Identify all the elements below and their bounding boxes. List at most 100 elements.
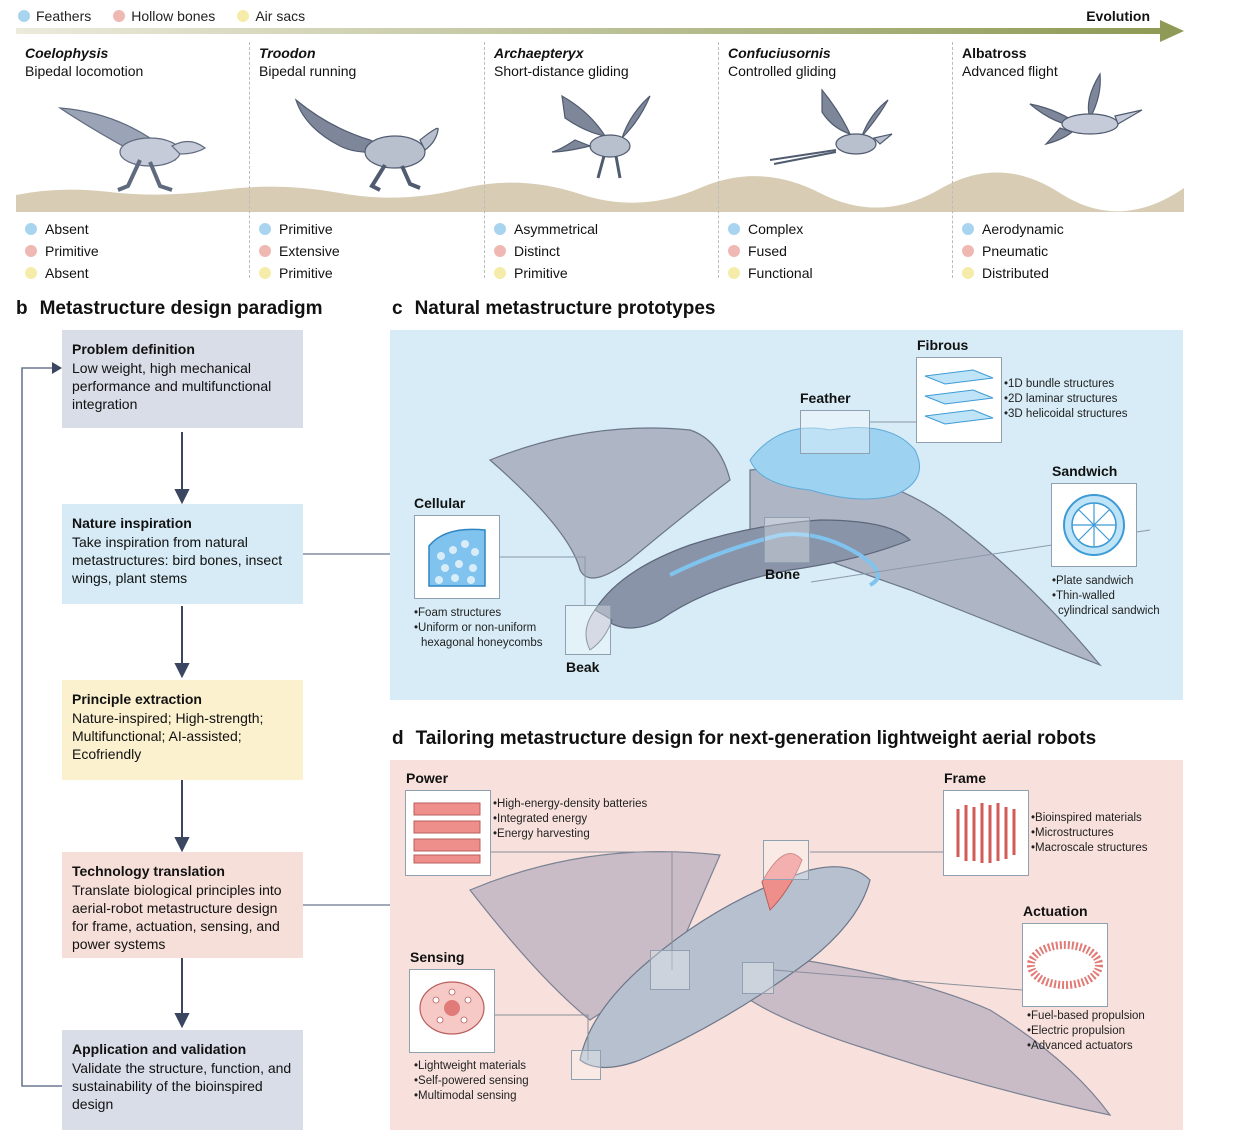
stage-desc: Bipedal running	[259, 63, 357, 79]
stage-desc: Bipedal locomotion	[25, 63, 144, 79]
air-sacs-dot-icon	[237, 10, 250, 22]
frame-label: Frame	[944, 770, 987, 786]
feathers-dot-icon	[18, 10, 30, 22]
hollow-bones-dot-icon	[962, 245, 974, 257]
stage-desc: Controlled gliding	[728, 63, 837, 79]
sandwich-cylinder-icon	[1063, 494, 1125, 556]
stage-desc: Advanced flight	[962, 63, 1058, 79]
feathers-dot-icon	[25, 223, 37, 235]
actuation-list: Fuel-based propulsion Electric propulsio…	[1027, 1009, 1145, 1054]
foam-icon	[428, 528, 486, 587]
hollow-bones-dot-icon	[728, 245, 740, 257]
stage-divider	[718, 42, 719, 278]
bone-thumbnail	[764, 517, 810, 563]
stage-name: Coelophysis	[25, 45, 109, 61]
stage-name: Confuciusornis	[728, 45, 831, 61]
stage-desc: Short-distance gliding	[494, 63, 629, 79]
paradigm-flow-arrows	[21, 362, 390, 1087]
frame-thumbnail	[943, 790, 1029, 876]
stage-divider	[249, 42, 250, 278]
sensor-disc-icon	[419, 981, 485, 1035]
air-sacs-dot-icon	[962, 267, 974, 279]
stage-confuciusornis-traits: Complex Fused Functional	[728, 218, 813, 284]
beak-label: Beak	[566, 659, 600, 675]
hollow-bones-dot-icon	[259, 245, 271, 257]
air-sacs-dot-icon	[259, 267, 271, 279]
air-sacs-dot-icon	[728, 267, 740, 279]
fibrous-list: 1D bundle structures 2D laminar structur…	[1004, 377, 1128, 422]
ring-actuator-icon	[1027, 941, 1103, 989]
power-callout-box	[650, 950, 690, 990]
legend: Feathers Hollow bones Air sacs	[18, 6, 305, 26]
fibrous-label: Fibrous	[917, 337, 969, 353]
frame-callout-box	[763, 840, 809, 880]
stage-albatross-traits: Aerodynamic Pneumatic Distributed	[962, 218, 1064, 284]
frame-list: Bioinspired materials Microstructures Ma…	[1031, 811, 1147, 856]
honeycomb-block-icon	[956, 803, 1016, 863]
bone-label: Bone	[765, 566, 800, 582]
cellular-thumbnail	[414, 515, 500, 599]
power-list: High-energy-density batteries Integrated…	[493, 797, 647, 842]
stage-archaepteryx-traits: Asymmetrical Distinct Primitive	[494, 218, 598, 284]
stage-troodon-traits: Primitive Extensive Primitive	[259, 218, 340, 284]
ground-strip	[16, 172, 1184, 212]
sensing-label: Sensing	[410, 949, 465, 965]
actuation-thumbnail	[1022, 923, 1108, 1007]
power-thumbnail	[405, 790, 491, 876]
stage-name: Albatross	[962, 45, 1027, 61]
troodon-illustration	[294, 98, 439, 192]
coelophysis-illustration	[57, 107, 207, 192]
feathers-dot-icon	[962, 223, 974, 235]
air-sacs-dot-icon	[25, 267, 37, 279]
sandwich-label: Sandwich	[1052, 463, 1118, 479]
bird-illustration	[488, 421, 1151, 667]
evolution-arrow-head	[1160, 20, 1184, 42]
hollow-bones-dot-icon	[25, 245, 37, 257]
legend-item-hollow-bones: Hollow bones	[113, 8, 215, 24]
aerial-robot-illustration	[469, 850, 1112, 1116]
air-sacs-dot-icon	[494, 267, 506, 279]
actuation-callout-box	[742, 962, 774, 994]
sensing-thumbnail	[409, 969, 495, 1053]
sandwich-thumbnail	[1051, 483, 1137, 567]
sandwich-list: Plate sandwich Thin-walled cylindrical s…	[1052, 574, 1160, 619]
stage-divider	[952, 42, 953, 278]
feather-thumbnail	[800, 410, 870, 454]
evolution-label: Evolution	[1086, 8, 1150, 24]
sensing-callout-box	[571, 1050, 601, 1080]
feathers-dot-icon	[259, 223, 271, 235]
evolution-arrow-shaft	[16, 28, 1162, 34]
albatross-illustration	[1029, 72, 1143, 146]
feather-label: Feather	[800, 390, 851, 406]
feathers-dot-icon	[494, 223, 506, 235]
legend-item-air-sacs: Air sacs	[237, 8, 305, 24]
archaeopteryx-illustration	[551, 94, 651, 179]
power-label: Power	[406, 770, 449, 786]
stage-divider	[484, 42, 485, 278]
legend-item-feathers: Feathers	[18, 8, 91, 24]
cellular-list: Foam structures Uniform or non-uniform h…	[414, 606, 542, 651]
stage-name: Troodon	[259, 45, 316, 61]
fibrous-layers-icon	[924, 369, 994, 425]
stage-name: Archaepteryx	[494, 45, 584, 61]
hollow-bones-dot-icon	[113, 10, 126, 22]
fibrous-thumbnail	[916, 357, 1002, 443]
stage-coelophysis-traits: Absent Primitive Absent	[25, 218, 99, 284]
sensing-list: Lightweight materials Self-powered sensi…	[414, 1059, 529, 1104]
hollow-bones-dot-icon	[494, 245, 506, 257]
actuation-label: Actuation	[1023, 903, 1088, 919]
confuciusornis-illustration	[769, 88, 893, 165]
beak-thumbnail	[565, 605, 611, 655]
feathers-dot-icon	[728, 223, 740, 235]
